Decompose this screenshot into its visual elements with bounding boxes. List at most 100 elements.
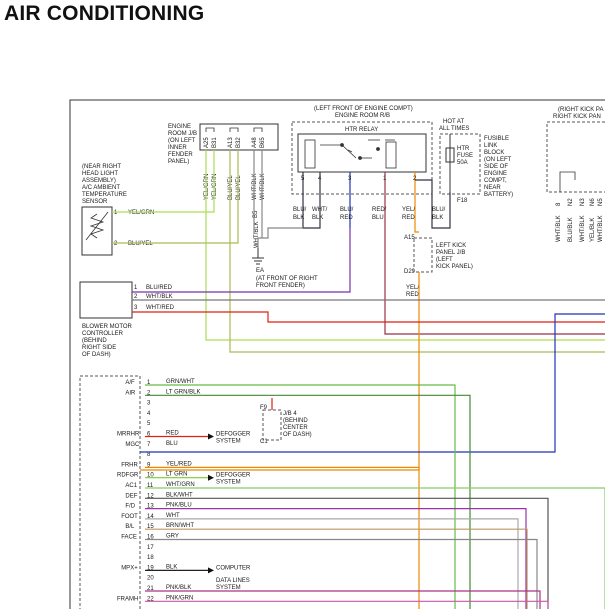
wire-blue-long (140, 313, 605, 453)
connector-pin: 22 (147, 596, 154, 602)
wire-row (145, 508, 527, 609)
blower-pin: 2 (134, 294, 138, 300)
connector-label: FACE (121, 535, 137, 541)
engine-room-rb-heading: ENGINE ROOM R/B (335, 113, 390, 119)
ambient-pin-1: 1 (114, 210, 118, 216)
connector-wire: WHT/GRN (166, 482, 195, 488)
engine-room-jb-line: ENGINE (168, 124, 191, 130)
wire-row (145, 538, 538, 609)
connector-wire: LT GRN (166, 472, 187, 478)
arrow-icon (208, 567, 214, 574)
wire-blu-red (132, 228, 351, 293)
relay-pin: 3 (348, 176, 352, 182)
connector-pin: 17 (147, 545, 154, 551)
connector-wire: PNK/BLU (166, 503, 192, 509)
diagram-frame (69, 99, 605, 609)
relay-wire-top: BLU/ (340, 207, 354, 213)
connector-pin: 12 (147, 493, 154, 499)
connector-pin: 21 (147, 586, 154, 592)
jb4-box (262, 409, 282, 441)
engine-compt-heading: (LEFT FRONT OF ENGINE COMPT) (314, 106, 413, 112)
fuse-symbol (445, 134, 455, 192)
wire-row (145, 518, 519, 609)
relay-coil-switch (304, 139, 397, 169)
connector-pin: 3 (147, 401, 151, 407)
ambient-sensor-line: A/C AMBIENT (82, 185, 120, 191)
engine-jb-wire: BLU/YEL (228, 175, 234, 200)
c1-label: C1 (260, 439, 268, 445)
engine-room-rb-box (291, 121, 433, 195)
left-kick-line: (LEFT (436, 257, 453, 263)
connector-wire: BLU (166, 441, 178, 447)
connector-wire: LT GRN/BLK (166, 389, 200, 395)
connector-wire: GRN/WHT (166, 379, 195, 385)
relay-wire-top: YEL/ (402, 207, 415, 213)
relay-wire-bottom: RED (340, 215, 353, 221)
jb4-line: (BEHIND (283, 418, 308, 424)
relay-pin: 4 (318, 176, 322, 182)
connector-pin: 10 (147, 473, 154, 479)
connector-label: FRAMH (117, 596, 138, 602)
wire-blu-yel (112, 150, 239, 244)
ambient-sensor-line: SENSOR (82, 199, 108, 205)
right-kick-heading: (RIGHT KICK PA (558, 107, 603, 113)
blower-pin: 1 (134, 285, 138, 291)
engine-room-jb-box (199, 123, 279, 151)
ambient-sensor-box (81, 206, 113, 256)
wire-blu-yel-down (229, 150, 605, 353)
connector-pin: 6 (147, 432, 151, 438)
blower-controller-line: OF DASH) (82, 352, 111, 358)
connector-pin: 1 (147, 380, 151, 386)
wires (112, 127, 605, 609)
connector-label: B/L (125, 524, 135, 530)
wire-row (145, 394, 471, 609)
connector-wire: RED (166, 431, 179, 437)
computer-line-3: SYSTEM (216, 585, 241, 591)
right-kick-wire: WHT/BLK (556, 215, 562, 242)
connector-pin: 16 (147, 535, 154, 541)
wire-row (145, 590, 541, 609)
fusible-link-line: (ON LEFT (484, 157, 512, 163)
system-label-2: SYSTEM (216, 439, 241, 445)
fusible-link-line: BLOCK (484, 150, 504, 156)
connector-wire: BRN/WHT (166, 523, 194, 529)
all-times-label: ALL TIMES (439, 126, 469, 132)
connector-label: RDFGR (117, 473, 139, 479)
connector-wire: BLK (166, 564, 177, 570)
fusible-link-line: FUSIBLE (484, 136, 509, 142)
ea-location-2: FRONT FENDER) (256, 283, 305, 289)
blower-controller-line: RIGHT SIDE (82, 345, 116, 351)
jb4-line: J/B 4 (283, 411, 297, 417)
engine-jb-wire: WHT/BLK (260, 173, 266, 200)
engine-jb-pin: A25 (204, 137, 210, 148)
ambient-sensor-line: HEAD LIGHT (82, 171, 118, 177)
engine-jb-wire: WHT/BLK (252, 173, 258, 200)
left-kick-line: LEFT KICK (436, 243, 466, 249)
right-kick-pin: N3 (580, 198, 586, 206)
relay-wire-bottom: BLK (432, 215, 443, 221)
connector-label: AC1 (125, 483, 137, 489)
engine-jb-wire: BLU/YEL (236, 175, 242, 200)
connector-wire: YEL/RED (166, 461, 192, 467)
connector-label: FOOT (121, 514, 138, 520)
connector-pin: 7 (147, 442, 151, 448)
connector-wire: WHT (166, 513, 180, 519)
connector-label: A/F (125, 380, 135, 386)
relay-wire-top: BLU/ (293, 207, 307, 213)
wire-row (145, 384, 456, 609)
ambient-wire-2: BLU/YEL (128, 241, 153, 247)
relay-pin: 2 (413, 176, 417, 182)
wire-yel-grn-down (205, 150, 605, 341)
left-kick-wire-1: YEL/ (406, 285, 419, 291)
htr-relay-box (297, 133, 427, 173)
connector-wire: GRY (166, 534, 179, 540)
wire-row (145, 600, 549, 609)
fuse-name: HTR (457, 146, 470, 152)
relay-pin: 1 (383, 176, 387, 182)
jb4-line: OF DASH) (283, 432, 312, 438)
connector-pin: 15 (147, 524, 154, 530)
f9-label: F9 (260, 405, 268, 411)
